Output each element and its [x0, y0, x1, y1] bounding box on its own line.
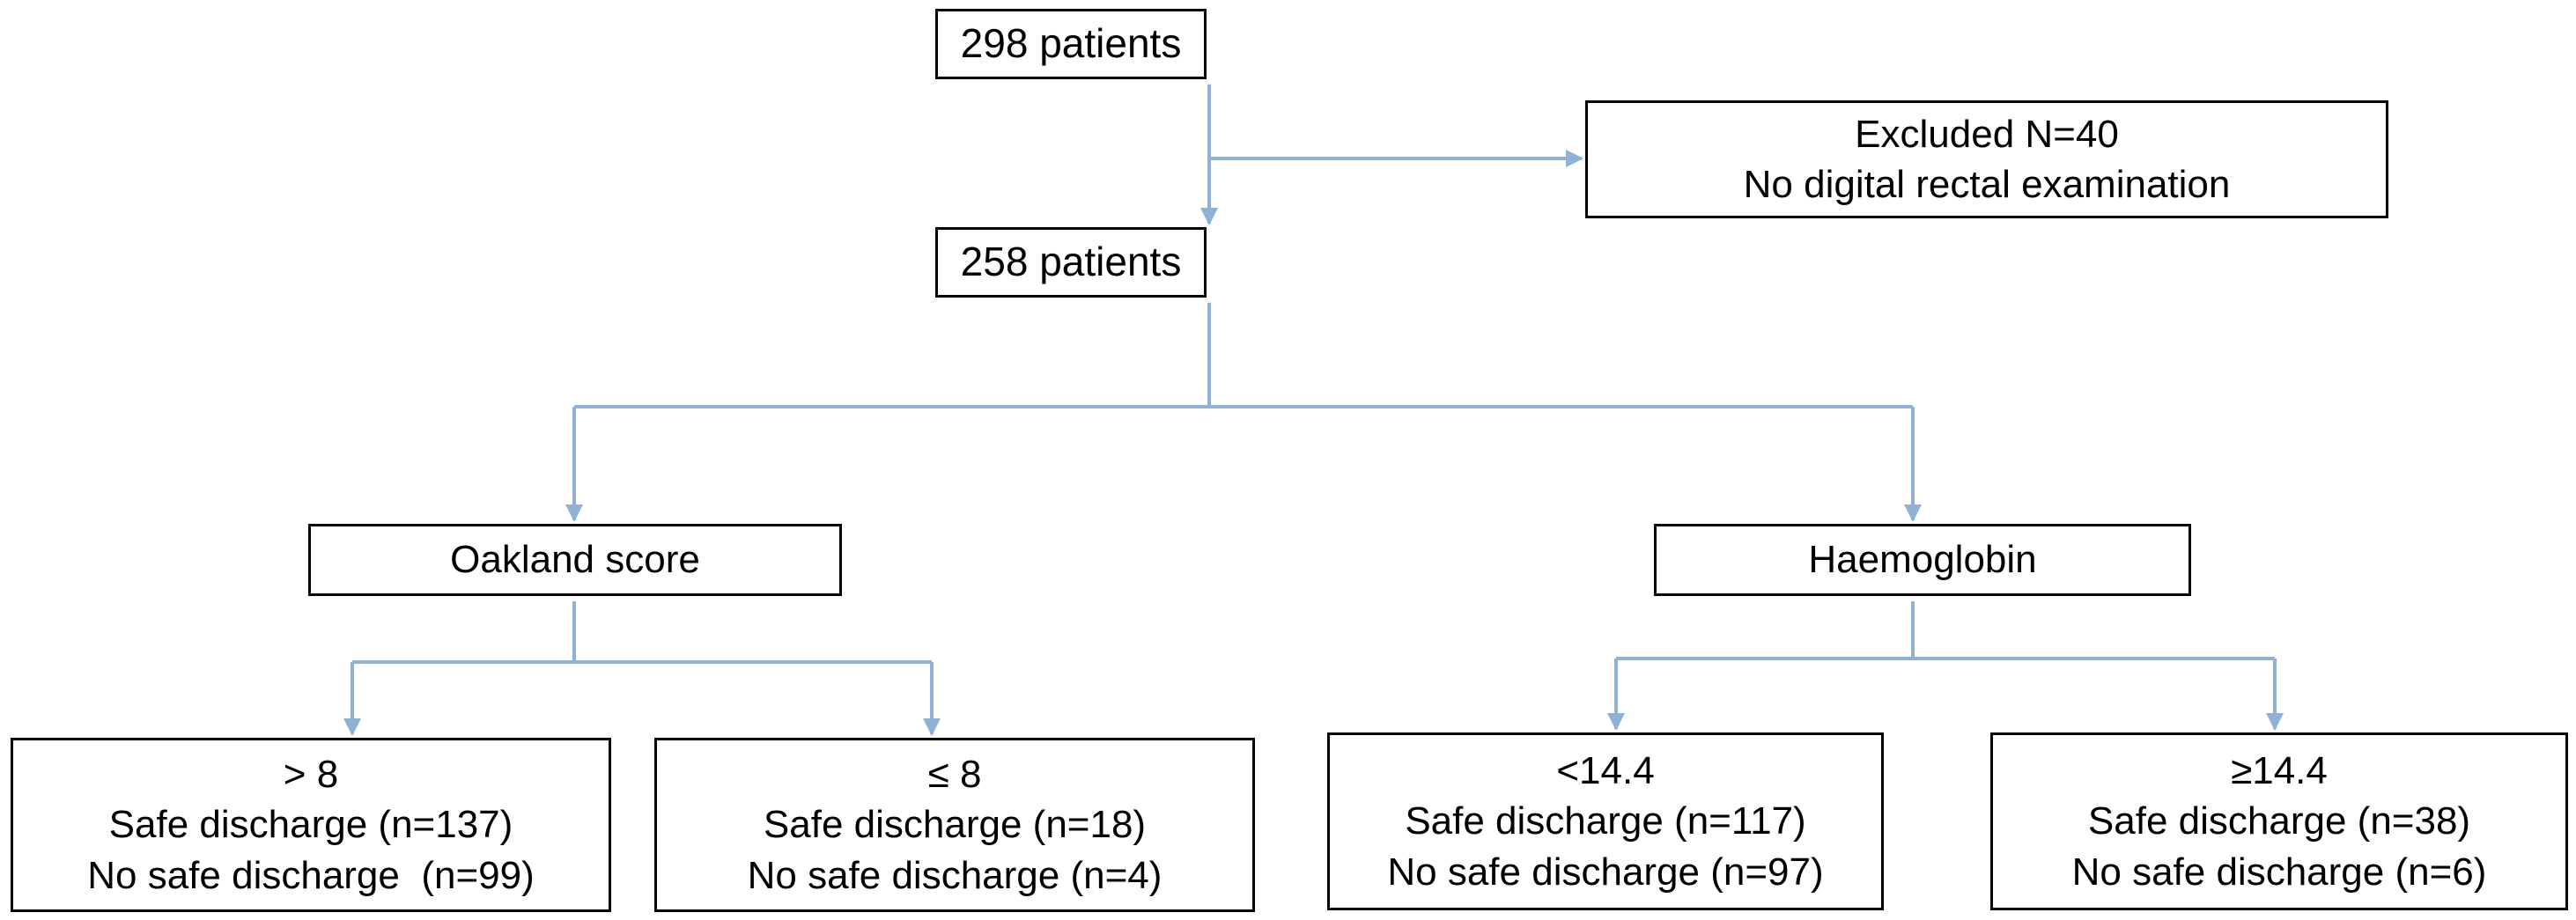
haemoglobin-low-unsafe: No safe discharge (n=97): [1387, 850, 1824, 894]
oakland-score-label: Oakland score: [450, 538, 700, 582]
included-patients-label: 258 patients: [960, 239, 1182, 285]
haemoglobin-low-box: <14.4 Safe discharge (n=117) No safe dis…: [1327, 732, 1884, 910]
oakland-low-box: ≤ 8 Safe discharge (n=18) No safe discha…: [654, 738, 1255, 912]
excluded-count: Excluded N=40: [1855, 112, 2119, 156]
haemoglobin-low-safe: Safe discharge (n=117): [1405, 799, 1806, 843]
haemoglobin-high-safe: Safe discharge (n=38): [2087, 799, 2471, 843]
oakland-high-safe: Safe discharge (n=137): [108, 803, 513, 847]
haemoglobin-box: Haemoglobin: [1654, 524, 2191, 596]
oakland-high-box: > 8 Safe discharge (n=137) No safe disch…: [11, 738, 611, 912]
total-patients-label: 298 patients: [960, 20, 1182, 67]
oakland-low-unsafe: No safe discharge (n=4): [747, 853, 1163, 897]
excluded-reason: No digital rectal examination: [1743, 163, 2231, 206]
oakland-low-criterion: ≤ 8: [927, 753, 982, 797]
included-patients-box: 258 patients: [935, 227, 1207, 298]
haemoglobin-high-criterion: ≥14.4: [2231, 749, 2328, 793]
excluded-box: Excluded N=40 No digital rectal examinat…: [1585, 100, 2388, 218]
oakland-score-box: Oakland score: [308, 524, 842, 596]
haemoglobin-low-criterion: <14.4: [1556, 749, 1655, 793]
oakland-high-unsafe: No safe discharge (n=99): [87, 853, 535, 897]
oakland-low-safe: Safe discharge (n=18): [763, 803, 1147, 847]
total-patients-box: 298 patients: [935, 9, 1207, 79]
oakland-high-criterion: > 8: [283, 753, 339, 797]
haemoglobin-high-box: ≥14.4 Safe discharge (n=38) No safe disc…: [1990, 732, 2568, 910]
haemoglobin-high-unsafe: No safe discharge (n=6): [2071, 850, 2487, 894]
haemoglobin-label: Haemoglobin: [1808, 538, 2037, 582]
